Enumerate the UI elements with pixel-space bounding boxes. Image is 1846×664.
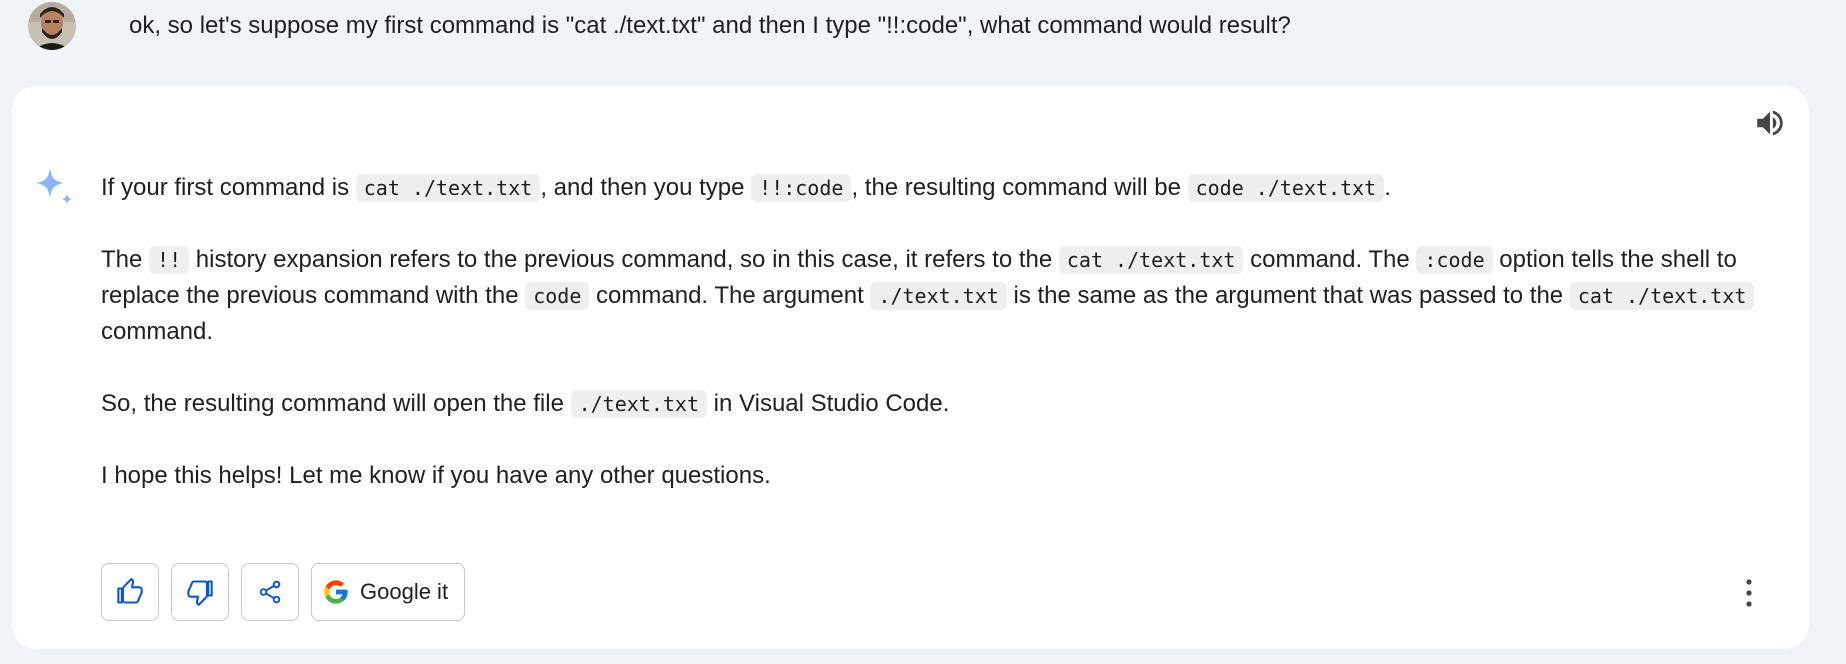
text-span: So, the resulting command will open the … [101, 390, 571, 417]
user-message-row: ok, so let's suppose my first command is… [28, 0, 1291, 52]
inline-code: cat ./text.txt [1569, 282, 1755, 310]
google-g-icon [324, 580, 348, 604]
thumbs-up-button[interactable] [101, 563, 159, 621]
response-paragraph-1: If your first command is cat ./text.txt,… [101, 170, 1781, 206]
thumbs-up-icon [117, 578, 143, 604]
speaker-icon [1757, 110, 1783, 136]
inline-code: cat ./text.txt [355, 174, 541, 202]
response-body: If your first command is cat ./text.txt,… [101, 170, 1781, 530]
inline-code: :code [1416, 246, 1493, 274]
response-card: If your first command is cat ./text.txt,… [12, 86, 1809, 649]
inline-code: ./text.txt [870, 282, 1007, 310]
inline-code: !! [149, 246, 190, 274]
response-paragraph-3: So, the resulting command will open the … [101, 386, 1781, 422]
text-span: If your first command is [101, 174, 356, 201]
listen-button[interactable] [1753, 106, 1787, 140]
text-span: , the resulting command will be [851, 174, 1188, 201]
text-span: in Visual Studio Code. [707, 390, 950, 417]
text-span: The [101, 246, 150, 273]
response-paragraph-2: The !! history expansion refers to the p… [101, 242, 1781, 350]
inline-code: !!:code [751, 174, 852, 202]
text-span: option tells the shell to replace the pr… [101, 246, 1737, 309]
text-span: command. The [1243, 246, 1417, 273]
share-icon [259, 580, 281, 604]
text-span: is the same as the argument that was pas… [1006, 282, 1570, 309]
inline-code: cat ./text.txt [1058, 246, 1244, 274]
text-span: , and then you type [540, 174, 752, 201]
text-span: I hope this helps! Let me know if you ha… [101, 462, 771, 489]
more-options-button[interactable] [1737, 576, 1761, 610]
text-span: history expansion refers to the previous… [189, 246, 1059, 273]
text-span: command. The argument [589, 282, 871, 309]
avatar-image [28, 2, 76, 50]
text-span: . [1384, 174, 1391, 201]
google-it-button[interactable]: Google it [311, 563, 466, 621]
more-vert-icon [1746, 579, 1752, 607]
inline-code: code ./text.txt [1187, 174, 1385, 202]
sparkle-icon [32, 166, 76, 210]
thumbs-down-button[interactable] [171, 563, 229, 621]
google-it-label: Google it [360, 579, 449, 604]
response-paragraph-4: I hope this helps! Let me know if you ha… [101, 458, 1781, 494]
inline-code: ./text.txt [570, 390, 708, 418]
text-span: command. [101, 318, 214, 345]
thumbs-down-icon [187, 580, 213, 606]
user-message: ok, so let's suppose my first command is… [129, 12, 1291, 39]
response-actions: Google it [101, 563, 466, 621]
inline-code: code [525, 282, 590, 310]
share-button[interactable] [241, 563, 299, 621]
avatar[interactable] [28, 2, 76, 50]
